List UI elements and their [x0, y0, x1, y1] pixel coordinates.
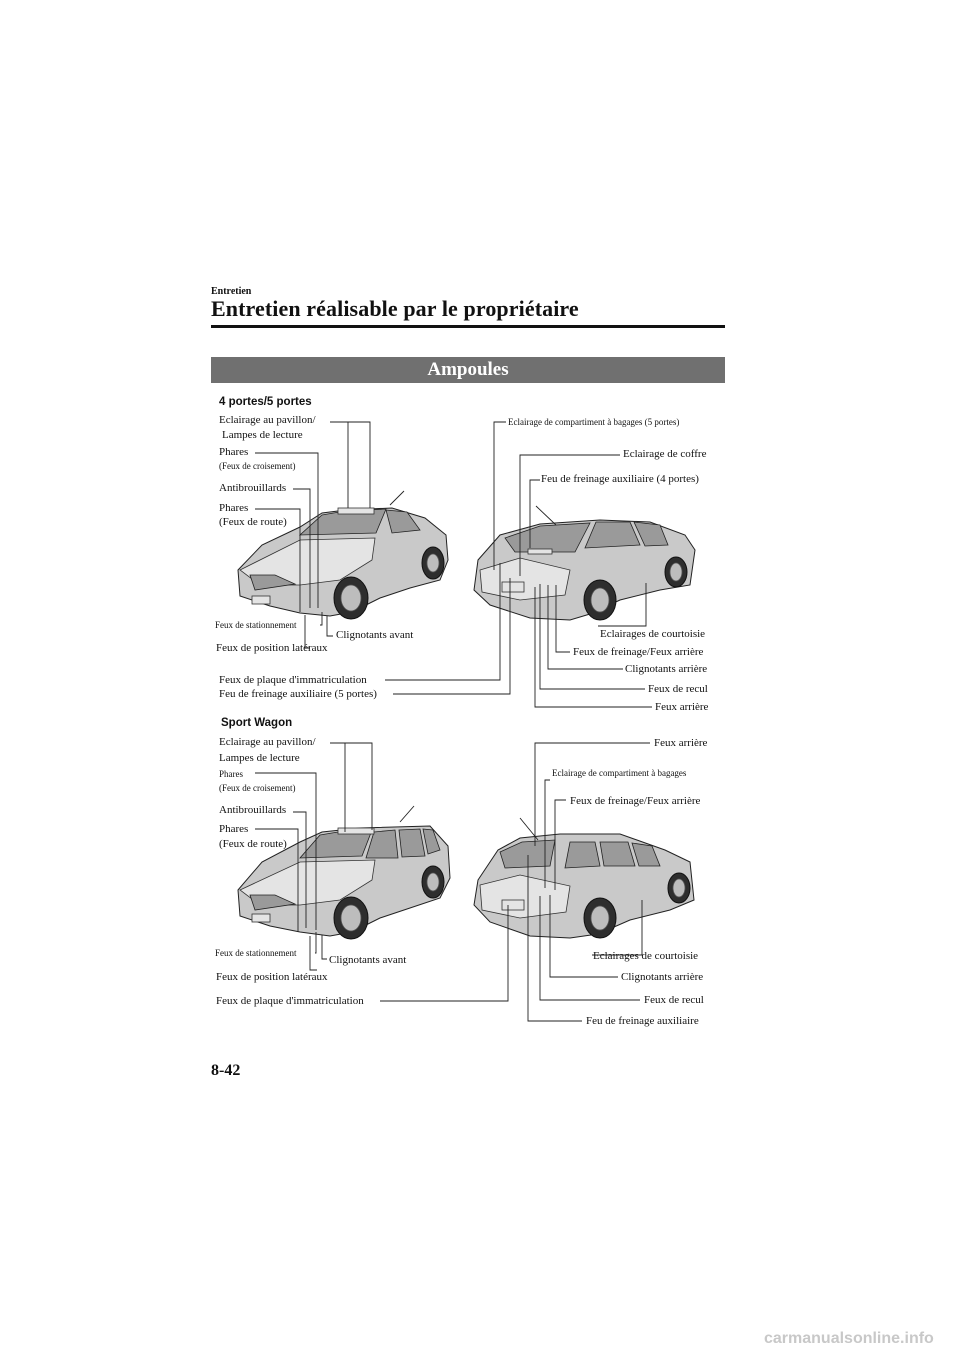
wagon-courtesy-label: Eclairages de courtoisie: [593, 950, 698, 962]
page-number: 8-42: [211, 1062, 240, 1080]
wagon-headlight-low-label-1: Phares: [219, 769, 243, 779]
wagon-roof-lamp-label-1: Eclairage au pavillon/: [219, 736, 316, 748]
sedan-headlight-high-label-1: Phares: [219, 502, 248, 514]
wagon-side-marker-label: Feux de position latéraux: [216, 971, 328, 983]
wagon-cargo-label: Eclairage de compartiment à bagages: [552, 768, 686, 778]
watermark: carmanualsonline.info: [764, 1330, 934, 1348]
wagon-front-turn-label: Clignotants avant: [329, 954, 406, 966]
sedan-rear-turn-label: Clignotants arrière: [625, 663, 707, 675]
sedan-license-label: Feux de plaque d'immatriculation: [219, 674, 367, 686]
sedan-courtesy-label: Eclairages de courtoisie: [600, 628, 705, 640]
sedan-front-turn-label: Clignotants avant: [336, 629, 413, 641]
wagon-rear-illustration: [474, 818, 694, 938]
sedan-headlight-low-label-1: Phares: [219, 446, 248, 458]
wagon-reverse-label: Feux de recul: [644, 994, 704, 1006]
wagon-front-illustration: [238, 806, 450, 939]
sedan-front-illustration: [238, 491, 448, 619]
sedan-headlight-low-label-2: (Feux de croisement): [219, 461, 295, 471]
sedan-roof-lamp-label-2: Lampes de lecture: [222, 429, 303, 441]
sedan-trunk-label: Eclairage de coffre: [623, 448, 706, 460]
wagon-headlight-high-label-1: Phares: [219, 823, 248, 835]
sedan-tail-label: Feux arrière: [655, 701, 708, 713]
wagon-aux-brake-label: Feu de freinage auxiliaire: [586, 1015, 699, 1027]
sedan-aux-brake-5-label: Feu de freinage auxiliaire (5 portes): [219, 688, 377, 700]
wagon-brake-tail-label: Feux de freinage/Feux arrière: [570, 795, 700, 807]
wagon-license-label: Feux de plaque d'immatriculation: [216, 995, 364, 1007]
wagon-tail-label: Feux arrière: [654, 737, 707, 749]
wagon-parking-label: Feux de stationnement: [215, 948, 296, 958]
sedan-parking-label: Feux de stationnement: [215, 620, 296, 630]
wagon-rear-turn-label: Clignotants arrière: [621, 971, 703, 983]
sedan-cargo-label: Eclairage de compartiment à bagages (5 p…: [508, 417, 679, 427]
wagon-roof-lamp-label-2: Lampes de lecture: [219, 752, 300, 764]
sedan-aux-brake-4-label: Feu de freinage auxiliaire (4 portes): [541, 473, 699, 485]
wagon-headlight-high-label-2: (Feux de route): [219, 838, 287, 850]
wagon-headlight-low-label-2: (Feux de croisement): [219, 783, 295, 793]
sedan-side-marker-label: Feux de position latéraux: [216, 642, 328, 654]
sedan-fog-label: Antibrouillards: [219, 482, 286, 494]
sedan-brake-tail-label: Feux de freinage/Feux arrière: [573, 646, 703, 658]
wagon-fog-label: Antibrouillards: [219, 804, 286, 816]
wagon-heading: Sport Wagon: [221, 717, 292, 729]
sedan-reverse-label: Feux de recul: [648, 683, 708, 695]
sedan-rear-illustration: [474, 506, 695, 620]
sedan-roof-lamp-label-1: Eclairage au pavillon/: [219, 414, 316, 426]
sedan-heading: 4 portes/5 portes: [219, 396, 312, 408]
sedan-headlight-high-label-2: (Feux de route): [219, 516, 287, 528]
